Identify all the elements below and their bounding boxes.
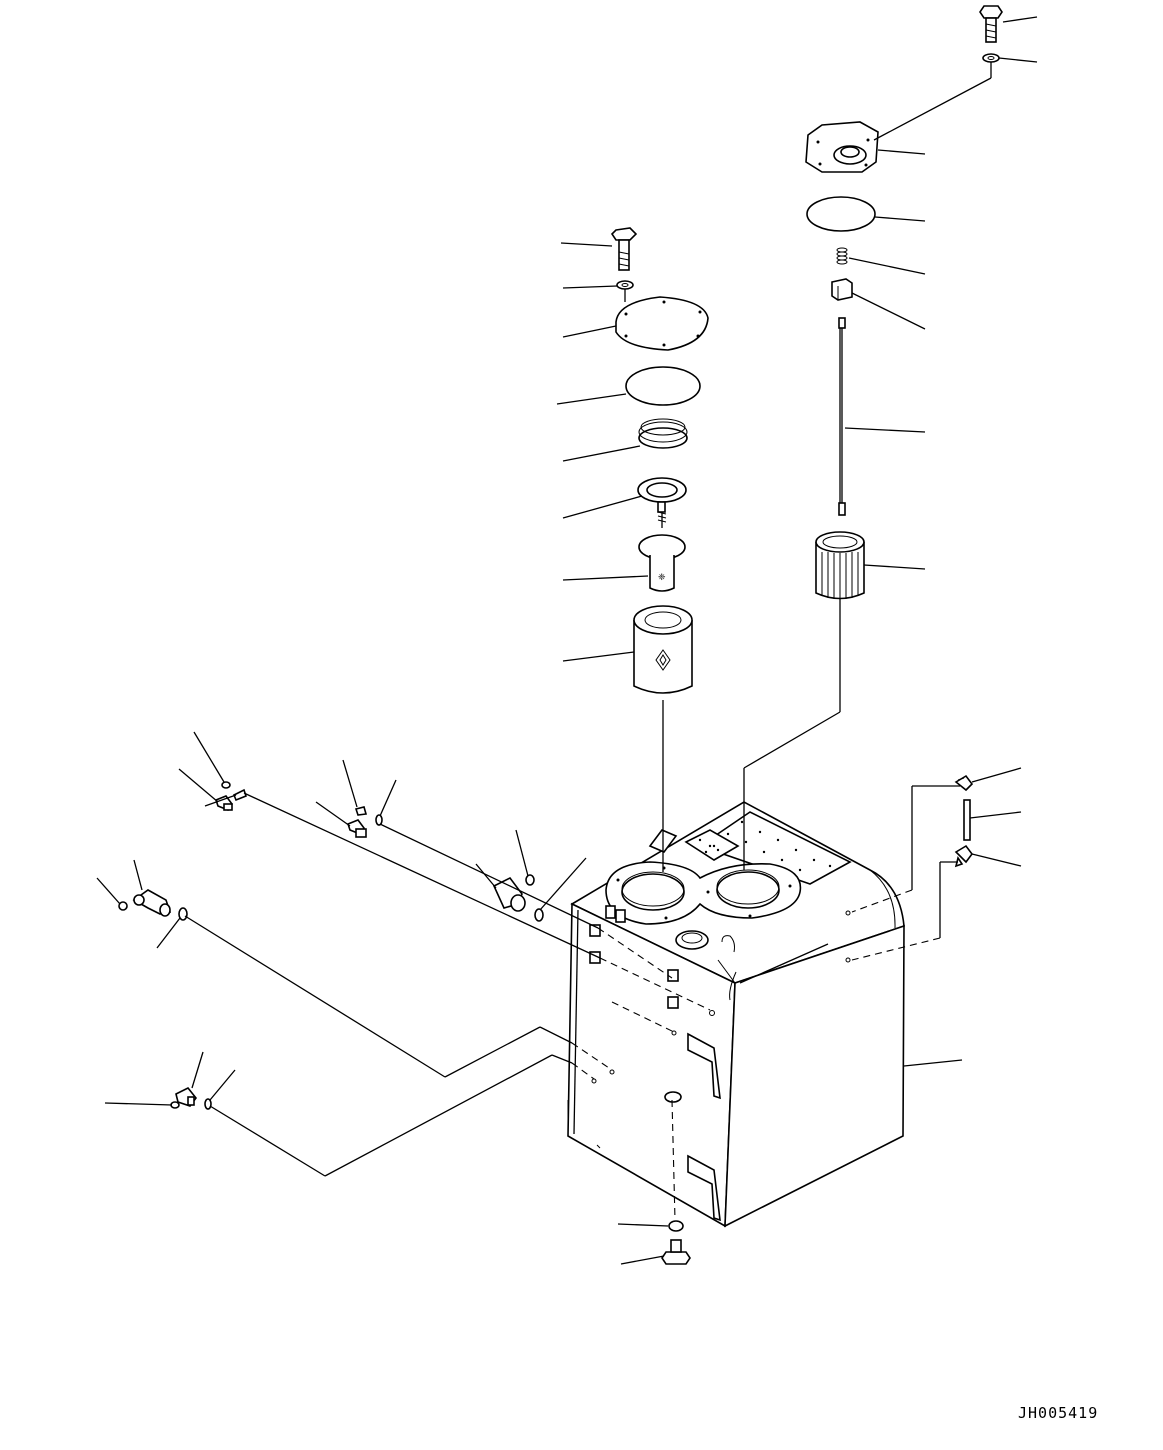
- spring-center: [638, 418, 688, 449]
- fitting-group-lower-left: [170, 1086, 212, 1110]
- leaders-right: [844, 16, 1038, 570]
- plate-bolts: [698, 820, 832, 872]
- strainer-rod: [838, 317, 846, 516]
- svg-text:❈: ❈: [658, 573, 666, 583]
- hydraulic-tank: [567, 801, 905, 1228]
- valve-center: [637, 477, 687, 528]
- washer-center: [616, 280, 634, 290]
- fitting-right-lower: [954, 844, 973, 868]
- washer-right: [982, 53, 1000, 63]
- routing-lines-center: [662, 598, 841, 872]
- o-ring-right: [806, 196, 876, 232]
- leaders-left: [96, 731, 587, 1106]
- cover-bolt-center: [610, 227, 638, 271]
- drawing-code: JH005419: [1018, 1404, 1099, 1422]
- fitting-group-upper-left: [215, 781, 247, 811]
- leaders-center: [556, 242, 649, 662]
- cover-bolt-right: [979, 5, 1003, 43]
- suction-strainer: [815, 531, 865, 600]
- leaders-drain: [617, 1223, 669, 1265]
- fitting-group-center-left: [492, 874, 544, 922]
- nut-right: [831, 278, 853, 301]
- cover-plate-right: [805, 121, 879, 173]
- fitting-group-mid-left: [347, 806, 383, 838]
- leaders-right-side: [739, 767, 1022, 1067]
- drain-plug: [661, 1099, 691, 1265]
- o-ring-center: [625, 366, 701, 406]
- filter-element: [633, 605, 693, 694]
- routing-lines-left: [184, 792, 711, 1177]
- spring-right: [836, 247, 848, 265]
- elbow-fitting-left: [118, 889, 188, 921]
- fitting-right-upper: [954, 774, 974, 792]
- cover-plate-center: [615, 296, 709, 351]
- filter-cup: ❈: [638, 534, 686, 592]
- pipe-right: [963, 799, 971, 841]
